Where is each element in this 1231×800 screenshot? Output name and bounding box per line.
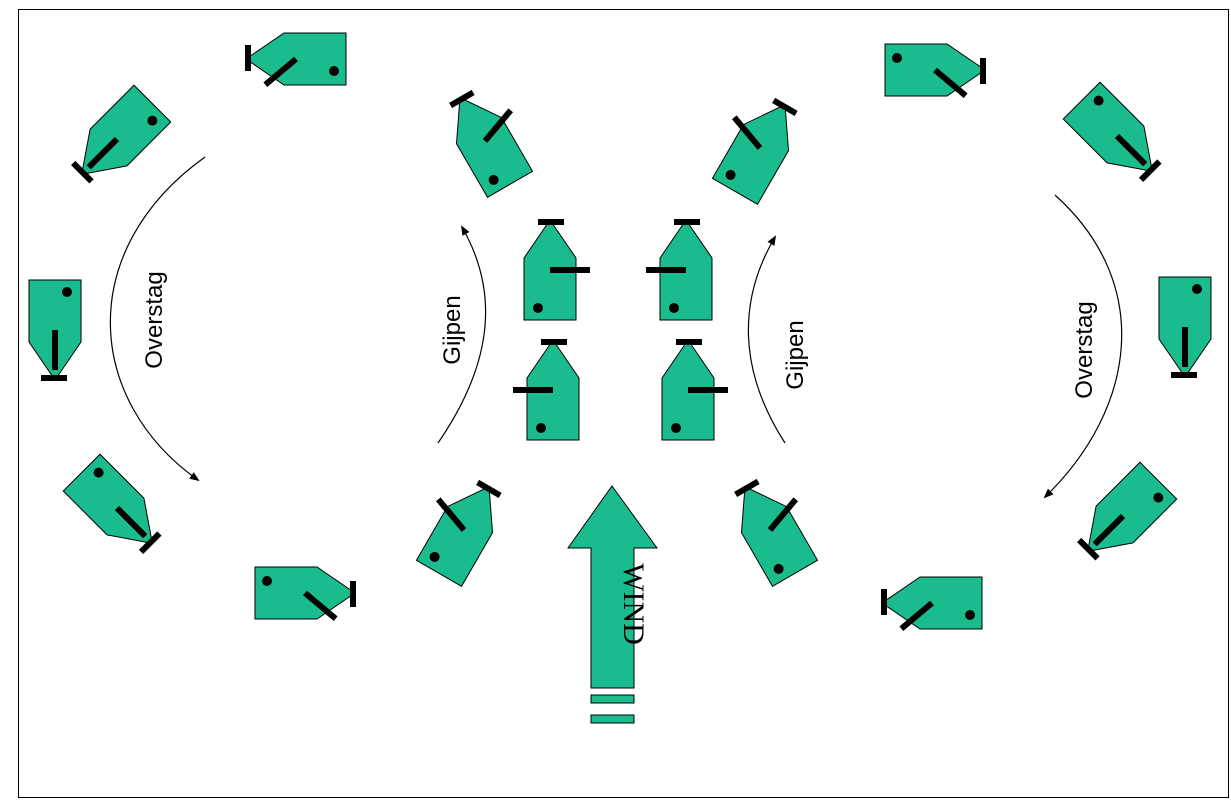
sailboat-1 (245, 32, 347, 88)
sailboat-13 (513, 339, 580, 441)
boat-helmsman-dot (93, 467, 104, 478)
gijpen-left-arrow (437, 225, 487, 444)
boat-bow-bar (138, 531, 162, 554)
gijpen-right-arrow (747, 235, 786, 444)
boat-helmsman-dot (1153, 492, 1164, 503)
sailboat-3 (28, 279, 82, 381)
overstag-right-label: Overstag (1071, 301, 1098, 398)
boat-sail (303, 590, 338, 622)
boat-helmsman-dot (62, 287, 72, 297)
gijpen-right-label: Gijpen (782, 320, 809, 389)
boat-helmsman-dot (536, 423, 546, 433)
wind-arrow: WIND (567, 485, 658, 724)
boat-sail (767, 497, 799, 532)
overstag-left-arrow (109, 156, 206, 482)
boat-bow-bar (476, 479, 502, 499)
overstag-right-arrow (1043, 194, 1123, 499)
overstag-left-label: Overstag (141, 271, 168, 368)
sailboat-12 (523, 219, 590, 321)
sailboat-18 (734, 478, 819, 587)
wind-label: WIND (617, 563, 650, 645)
boat-sail (482, 108, 514, 143)
boat-sail (263, 56, 298, 88)
sailboat-6 (884, 43, 986, 99)
boat-helmsman-dot (773, 563, 784, 574)
boat-hull (1087, 461, 1178, 552)
sailboat-15 (711, 97, 798, 205)
sailboat-9 (1077, 461, 1178, 561)
boat-bow-bar (71, 160, 94, 184)
boat-bow-bar (1138, 159, 1162, 182)
boats-group (28, 32, 1212, 632)
boat-bow-bar (1077, 537, 1100, 561)
sailboat-11 (449, 89, 534, 198)
boat-helmsman-dot (147, 115, 158, 126)
boat-helmsman-dot (669, 303, 679, 313)
gijpen-left-label: Gijpen (439, 295, 466, 364)
boat-helmsman-dot (1192, 284, 1202, 294)
boat-helmsman-dot (1093, 95, 1104, 106)
boat-helmsman-dot (892, 53, 902, 63)
sailboat-14 (415, 479, 502, 587)
boat-helmsman-dot (725, 169, 736, 180)
boat-hull (455, 96, 534, 198)
sailboat-4 (62, 453, 162, 554)
sailboat-10 (881, 576, 983, 632)
boat-bow-bar (734, 478, 760, 498)
boat-helmsman-dot (488, 174, 499, 185)
wind-tail-bar (590, 714, 635, 724)
sailboat-8 (1158, 276, 1212, 378)
boat-helmsman-dot (262, 576, 272, 586)
boat-hull (740, 485, 819, 587)
boat-sail (435, 497, 467, 532)
boat-helmsman-dot (429, 551, 440, 562)
boat-sail (86, 136, 120, 170)
boat-bow-bar (449, 89, 475, 109)
wind-tail-bar (590, 694, 635, 704)
boat-sail (933, 67, 968, 99)
boat-helmsman-dot (671, 423, 681, 433)
boat-sail (899, 600, 934, 632)
sailboat-2 (71, 84, 172, 184)
boat-helmsman-dot (329, 66, 339, 76)
diagram-frame (18, 9, 1229, 798)
boat-sail (1092, 513, 1126, 547)
boat-helmsman-dot (533, 303, 543, 313)
boat-sail (1114, 133, 1148, 167)
sailboat-17 (661, 339, 728, 441)
boat-sail (114, 505, 148, 539)
boat-bow-bar (772, 97, 798, 117)
sailboat-16 (646, 219, 713, 321)
sailboat-5 (254, 566, 356, 622)
boat-helmsman-dot (965, 610, 975, 620)
sailboat-7 (1062, 81, 1162, 182)
boat-sail (731, 115, 763, 150)
